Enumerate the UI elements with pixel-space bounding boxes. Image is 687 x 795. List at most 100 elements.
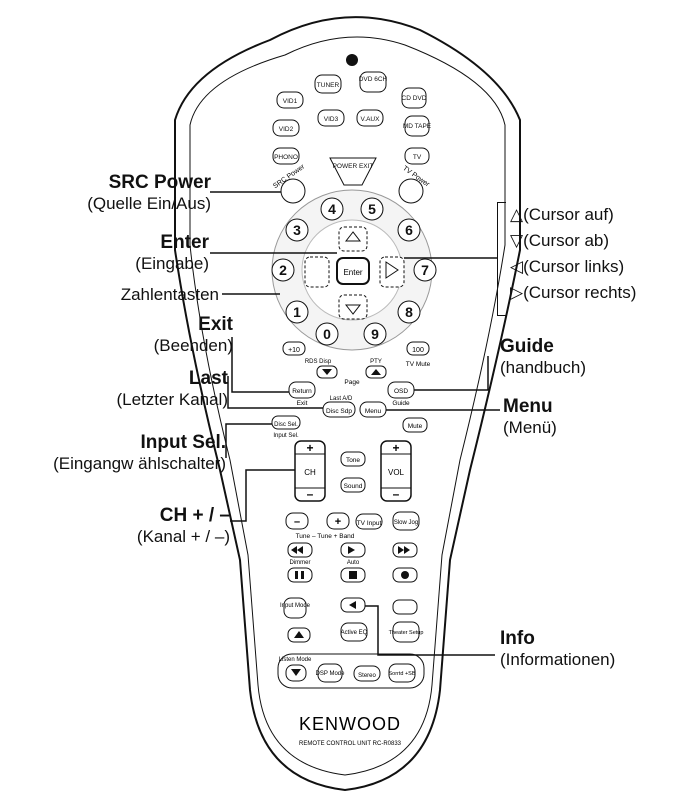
- src-power-button: [280, 178, 306, 204]
- svg-text:Slow Jog: Slow Jog: [394, 520, 418, 526]
- callout-guide: Guide (handbuch): [500, 336, 587, 377]
- svg-text:1: 1: [293, 304, 301, 320]
- svg-text:5: 5: [368, 201, 376, 217]
- vaux-button: [356, 109, 384, 127]
- svg-text:Menu: Menu: [365, 408, 382, 415]
- svg-text:Stereo: Stereo: [358, 673, 376, 679]
- svg-text:2: 2: [279, 262, 287, 278]
- theater-setup-button: [392, 621, 420, 643]
- svg-text:OSD: OSD: [394, 388, 408, 395]
- leader-ch: [230, 469, 295, 522]
- svg-text:DVD 6CH: DVD 6CH: [359, 76, 388, 83]
- md-tape-button: [404, 115, 430, 137]
- svg-text:TV Input: TV Input: [357, 520, 382, 527]
- svg-text:Last A/D: Last A/D: [330, 396, 353, 402]
- svg-text:–: –: [307, 487, 314, 501]
- svg-text:Return: Return: [292, 388, 312, 395]
- number-key-3: [285, 218, 309, 242]
- slow-jog-button: [392, 511, 420, 531]
- svg-text:Active EQ: Active EQ: [341, 630, 368, 636]
- svg-text:Sound: Sound: [344, 483, 363, 490]
- callout-input-sel: Input Sel. (Eingangw ählschalter): [53, 432, 226, 473]
- svg-text:VID3: VID3: [324, 116, 339, 123]
- ir-window: [346, 54, 358, 66]
- rear-spk-button: [388, 663, 416, 683]
- pause-button: [287, 567, 313, 583]
- cursor-up-label: △(Cursor auf): [510, 205, 614, 224]
- disc-sel-button: [271, 415, 301, 430]
- svg-text:VOL: VOL: [388, 468, 405, 477]
- tone-button: [340, 451, 366, 467]
- leader-exit: [231, 337, 289, 393]
- svg-text:CD DVD: CD DVD: [402, 95, 427, 102]
- tv-ch-plus-button: [326, 512, 350, 530]
- tv-power-button: [398, 178, 424, 204]
- svg-text:Theater Setup: Theater Setup: [389, 630, 424, 636]
- svg-text:Dimmer: Dimmer: [290, 560, 311, 566]
- disc-sdp-button: [322, 401, 356, 418]
- dvd-6ch-button: [359, 71, 387, 93]
- cursor-left-key: [304, 256, 330, 288]
- svg-text:TV: TV: [413, 154, 422, 161]
- svg-text:Disc Sdp: Disc Sdp: [326, 408, 352, 415]
- cd-dvd-button: [401, 87, 427, 109]
- number-key-7: [413, 258, 437, 282]
- number-key-1: [285, 300, 309, 324]
- svg-text:Tune – Tune + Band: Tune – Tune + Band: [296, 533, 355, 540]
- svg-text:PHONO: PHONO: [274, 154, 298, 161]
- svg-text:Mute: Mute: [408, 423, 423, 430]
- vid1-button: [276, 91, 304, 109]
- callout-src-power: SRC Power (Quelle Ein/Aus): [87, 172, 211, 213]
- svg-text:Disc Sel.: Disc Sel.: [274, 422, 298, 428]
- svg-text:Listen Mode: Listen Mode: [279, 657, 312, 663]
- svg-text:Input Mode: Input Mode: [280, 603, 311, 609]
- power-exit-button: [329, 157, 377, 186]
- active-eq-button: [340, 622, 368, 642]
- plus10-button: [282, 341, 306, 356]
- dsp-mode-button: [317, 663, 343, 683]
- mute-button: [402, 417, 428, 433]
- model-label: REMOTE CONTROL UNIT RC-R0833: [299, 741, 402, 747]
- svg-text:Sorrtd +SB: Sorrtd +SB: [388, 671, 415, 677]
- svg-text:+10: +10: [288, 347, 300, 354]
- svg-text:7: 7: [421, 262, 429, 278]
- svg-text:3: 3: [293, 222, 301, 238]
- svg-text:100: 100: [412, 347, 424, 354]
- svg-text:POWER EXIT: POWER EXIT: [333, 163, 374, 170]
- callout-ch: CH + / – (Kanal + / –): [136, 505, 230, 546]
- return-small-button: [392, 599, 418, 615]
- vid3-button: [317, 109, 345, 127]
- leader-last: [227, 376, 323, 409]
- svg-text:–: –: [393, 487, 400, 501]
- number-key-5: [360, 197, 384, 221]
- leader-info: [365, 605, 495, 656]
- callout-menu: Menu (Menü): [503, 396, 557, 437]
- input-mode-button: [283, 597, 307, 619]
- vid2-button: [272, 119, 300, 137]
- number-key-8: [397, 300, 421, 324]
- brand-logo: KENWOOD: [299, 714, 401, 734]
- remote-inner-outline: [189, 36, 506, 776]
- svg-text:4: 4: [328, 201, 336, 217]
- svg-text:+: +: [335, 516, 341, 528]
- phono-button: [272, 147, 300, 165]
- svg-text:Page: Page: [344, 379, 360, 386]
- listen-mode-panel: [277, 653, 425, 689]
- tuner-button: [314, 74, 342, 94]
- svg-text:PTY: PTY: [370, 359, 382, 365]
- tv-button: [404, 147, 430, 165]
- svg-text:RDS Disp: RDS Disp: [305, 359, 332, 365]
- svg-text:VID1: VID1: [283, 98, 298, 105]
- number-key-9: [363, 322, 387, 346]
- cursor-right-label: ▷(Cursor rechts): [510, 283, 637, 302]
- svg-text:VID2: VID2: [279, 126, 294, 133]
- number-key-0: [315, 322, 339, 346]
- svg-text:–: –: [294, 516, 300, 528]
- stereo-button: [353, 665, 381, 682]
- svg-text:0: 0: [323, 326, 331, 342]
- svg-text:CH: CH: [304, 468, 316, 477]
- 100-button: [406, 341, 430, 356]
- number-key-6: [397, 218, 421, 242]
- number-key-4: [320, 197, 344, 221]
